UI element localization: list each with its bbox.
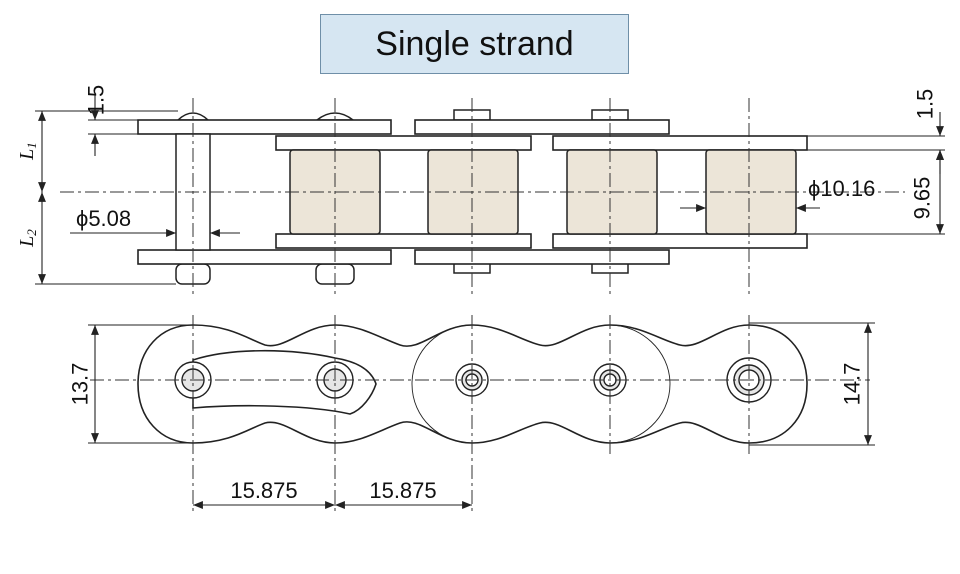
l2-letter: L <box>16 236 38 248</box>
inner-plates <box>275 135 808 249</box>
pin-diameter-label: ϕ5.08 <box>76 206 131 231</box>
top-view <box>35 95 945 295</box>
l1-label: L1 <box>16 142 39 161</box>
title-box: Single strand <box>320 14 629 74</box>
pin-link-height-label: 14.7 <box>840 363 865 406</box>
l1-letter: L <box>16 149 38 161</box>
top-centerlines <box>60 98 905 295</box>
l2-label: L2 <box>16 229 39 248</box>
roller-diameter-label: ϕ10.16 <box>808 176 875 201</box>
side-centerlines <box>90 315 870 515</box>
roller-link-height-label: 13.7 <box>68 363 93 406</box>
height-right-dimension <box>749 322 875 446</box>
right-dimensions <box>796 112 945 235</box>
pitch-1-label: 15.875 <box>230 478 297 503</box>
left-dimensions <box>35 95 178 285</box>
plate-thickness-right-label: 1.5 <box>913 89 938 120</box>
l2-subscript: 2 <box>24 229 39 236</box>
plate-thickness-left-label: 1.5 <box>84 85 109 116</box>
outer-plates <box>137 119 670 265</box>
side-view <box>88 315 875 515</box>
l1-subscript: 1 <box>24 142 39 149</box>
diagram-title: Single strand <box>375 24 574 63</box>
pitch-2-label: 15.875 <box>369 478 436 503</box>
inner-width-label: 9.65 <box>910 177 935 220</box>
height-left-dimension <box>88 324 193 444</box>
